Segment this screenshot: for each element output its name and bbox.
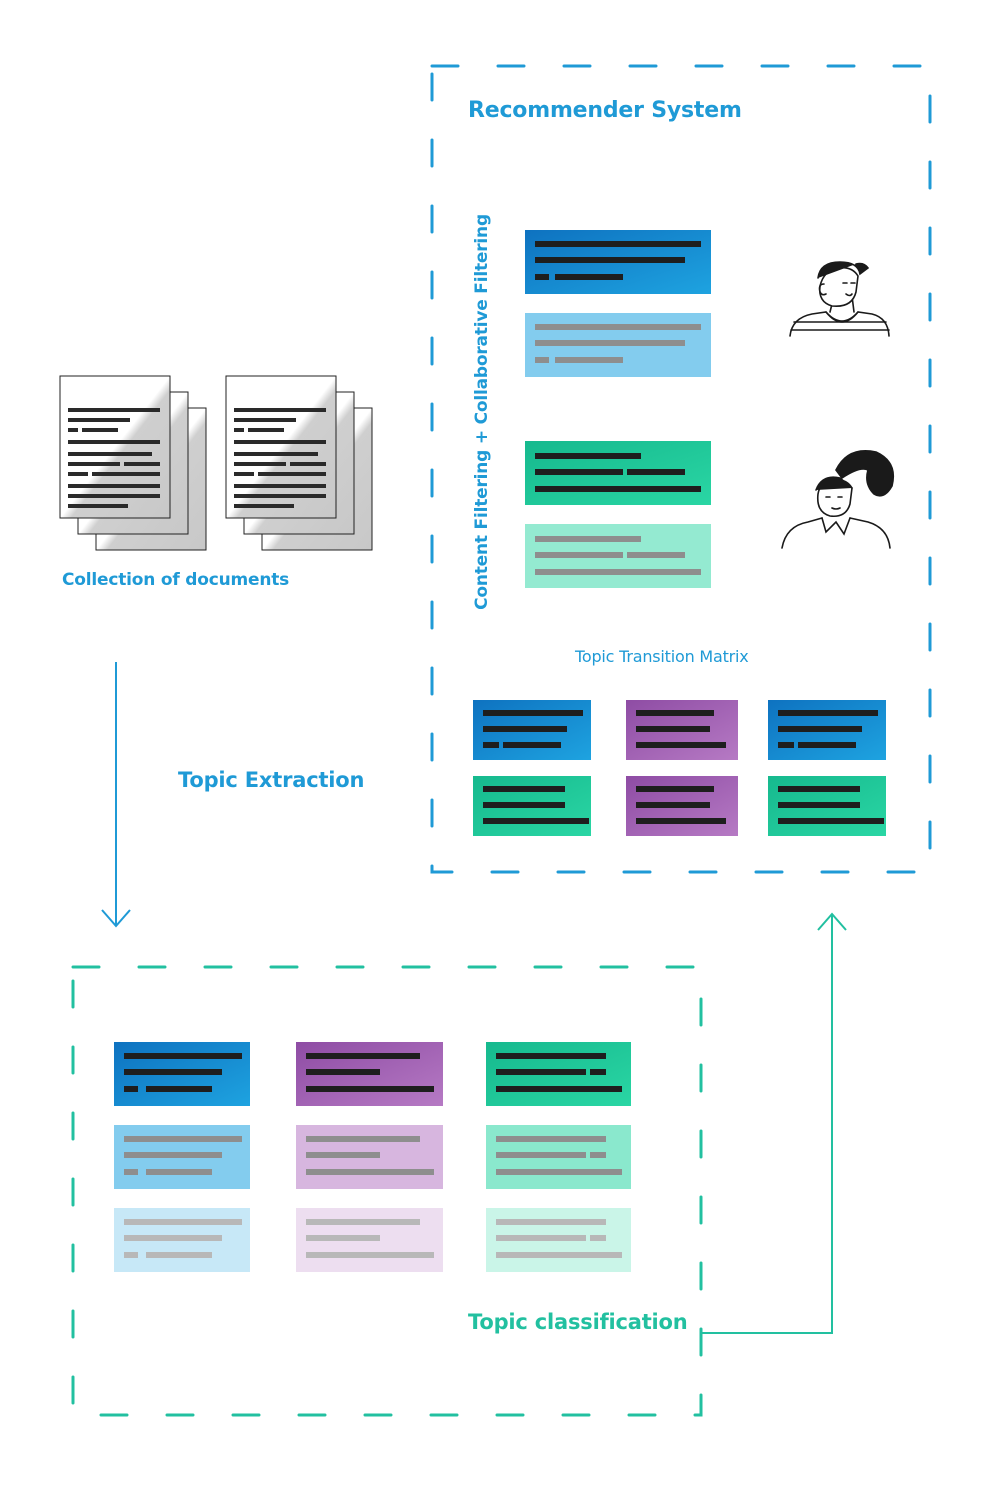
topic-card-green xyxy=(525,441,711,505)
classification-card-2-2 xyxy=(296,1125,443,1189)
topic-cards xyxy=(114,230,886,1272)
classification-card-3-2 xyxy=(296,1208,443,1272)
classification-card-1-1 xyxy=(114,1042,250,1106)
arrow-down-icon xyxy=(101,909,131,928)
classification-card-1-3 xyxy=(486,1042,631,1106)
matrix-card-5 xyxy=(626,776,738,836)
filtering-method-label: Content Filtering + Collaborative Filter… xyxy=(472,214,492,610)
classification-card-3-3 xyxy=(486,1208,631,1272)
topic-classification-frame xyxy=(71,965,703,1417)
topic-card-blue xyxy=(525,230,711,294)
matrix-card-2 xyxy=(626,700,738,760)
matrix-card-6 xyxy=(768,776,886,836)
document-stack-right xyxy=(225,375,373,551)
topic-card-blue-light xyxy=(525,313,711,377)
classification-card-3-1 xyxy=(114,1208,250,1272)
person-cap-icon xyxy=(789,261,890,337)
topic-extraction-arrow xyxy=(101,662,131,928)
document-stack-icon xyxy=(59,375,373,551)
classification-card-2-1 xyxy=(114,1125,250,1189)
topic-classification-arrow xyxy=(701,912,847,1334)
person-ponytail-icon xyxy=(781,450,895,549)
matrix-card-3 xyxy=(768,700,886,760)
classification-card-1-2 xyxy=(296,1042,443,1106)
matrix-card-4 xyxy=(473,776,591,836)
topic-classification-label: Topic classification xyxy=(468,1310,688,1334)
topic-extraction-label: Topic Extraction xyxy=(178,768,365,792)
collection-of-documents-label: Collection of documents xyxy=(62,570,290,590)
topic-card-green-light xyxy=(525,524,711,588)
recommender-system-title: Recommender System xyxy=(468,98,742,123)
document-stack-left xyxy=(59,375,207,551)
classification-card-2-3 xyxy=(486,1125,631,1189)
arrow-up-icon xyxy=(817,912,847,931)
matrix-card-1 xyxy=(473,700,591,760)
recommender-system-frame xyxy=(430,64,932,874)
topic-transition-matrix-label: Topic Transition Matrix xyxy=(575,647,749,666)
